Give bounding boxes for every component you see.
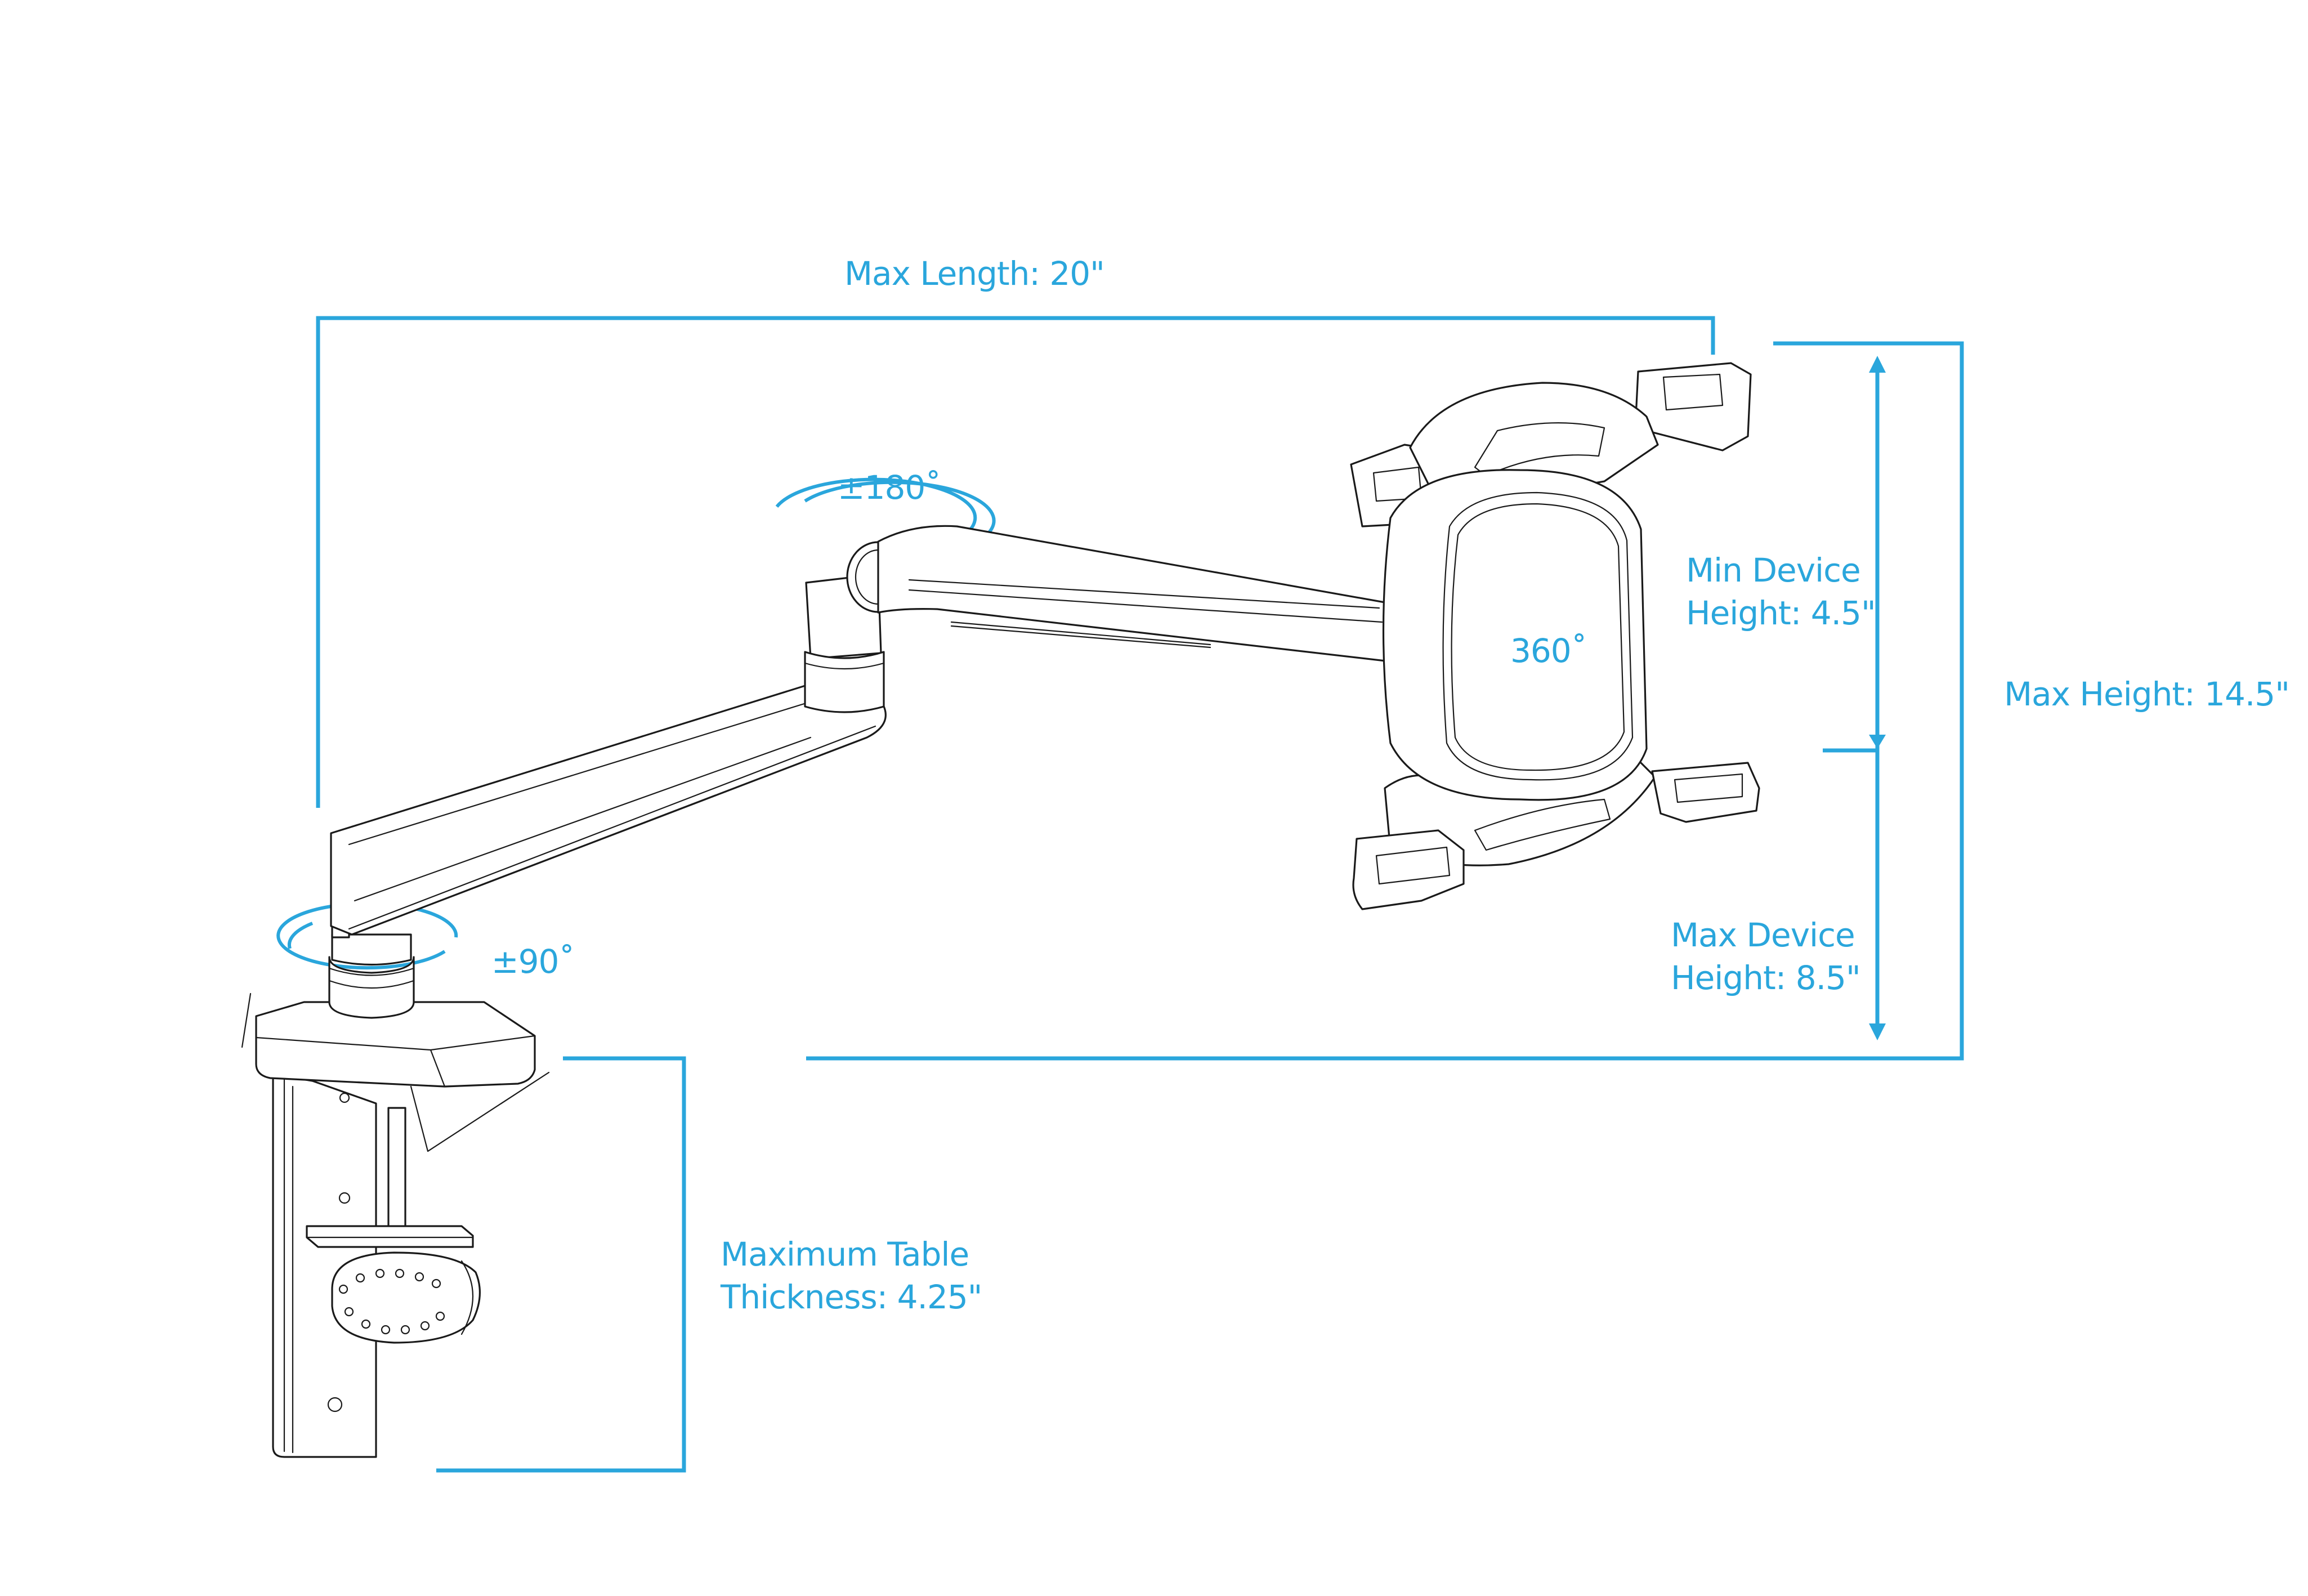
max-device-height-label: Max Device Height: 8.5" <box>1671 916 1861 997</box>
tablet-holder <box>1350 362 1760 910</box>
max-height-bracket <box>806 341 1964 1061</box>
device-height-arrow-top <box>1869 356 1886 373</box>
max-length-label: Max Length: 20" <box>844 254 1105 293</box>
table-thickness-bracket <box>436 1056 686 1473</box>
max-table-thickness-label: Maximum Table Thickness: 4.25" <box>721 1235 982 1316</box>
mount-drawing <box>241 362 1760 1458</box>
clamp-body <box>272 1073 481 1458</box>
max-length-bracket <box>316 316 1715 808</box>
device-height-arrow-bottom <box>1869 1023 1886 1040</box>
min-device-height-label: Min Device Height: 4.5" <box>1686 551 1876 632</box>
rotation-base-label: ±90˚ <box>491 942 575 981</box>
rotation-holder-label: 360˚ <box>1510 632 1587 670</box>
rotation-ellipse-base <box>276 902 458 970</box>
rotation-arm-label: ±180˚ <box>838 468 941 507</box>
clamp-top-plate <box>241 993 550 1152</box>
knob-grip-dots <box>338 1268 445 1335</box>
dimension-lines <box>276 316 1964 1473</box>
upper-arm <box>877 525 1392 663</box>
device-height-arrow-mid <box>1869 735 1886 749</box>
max-height-label: Max Height: 14.5" <box>2004 675 2290 713</box>
lower-arm <box>330 683 887 936</box>
